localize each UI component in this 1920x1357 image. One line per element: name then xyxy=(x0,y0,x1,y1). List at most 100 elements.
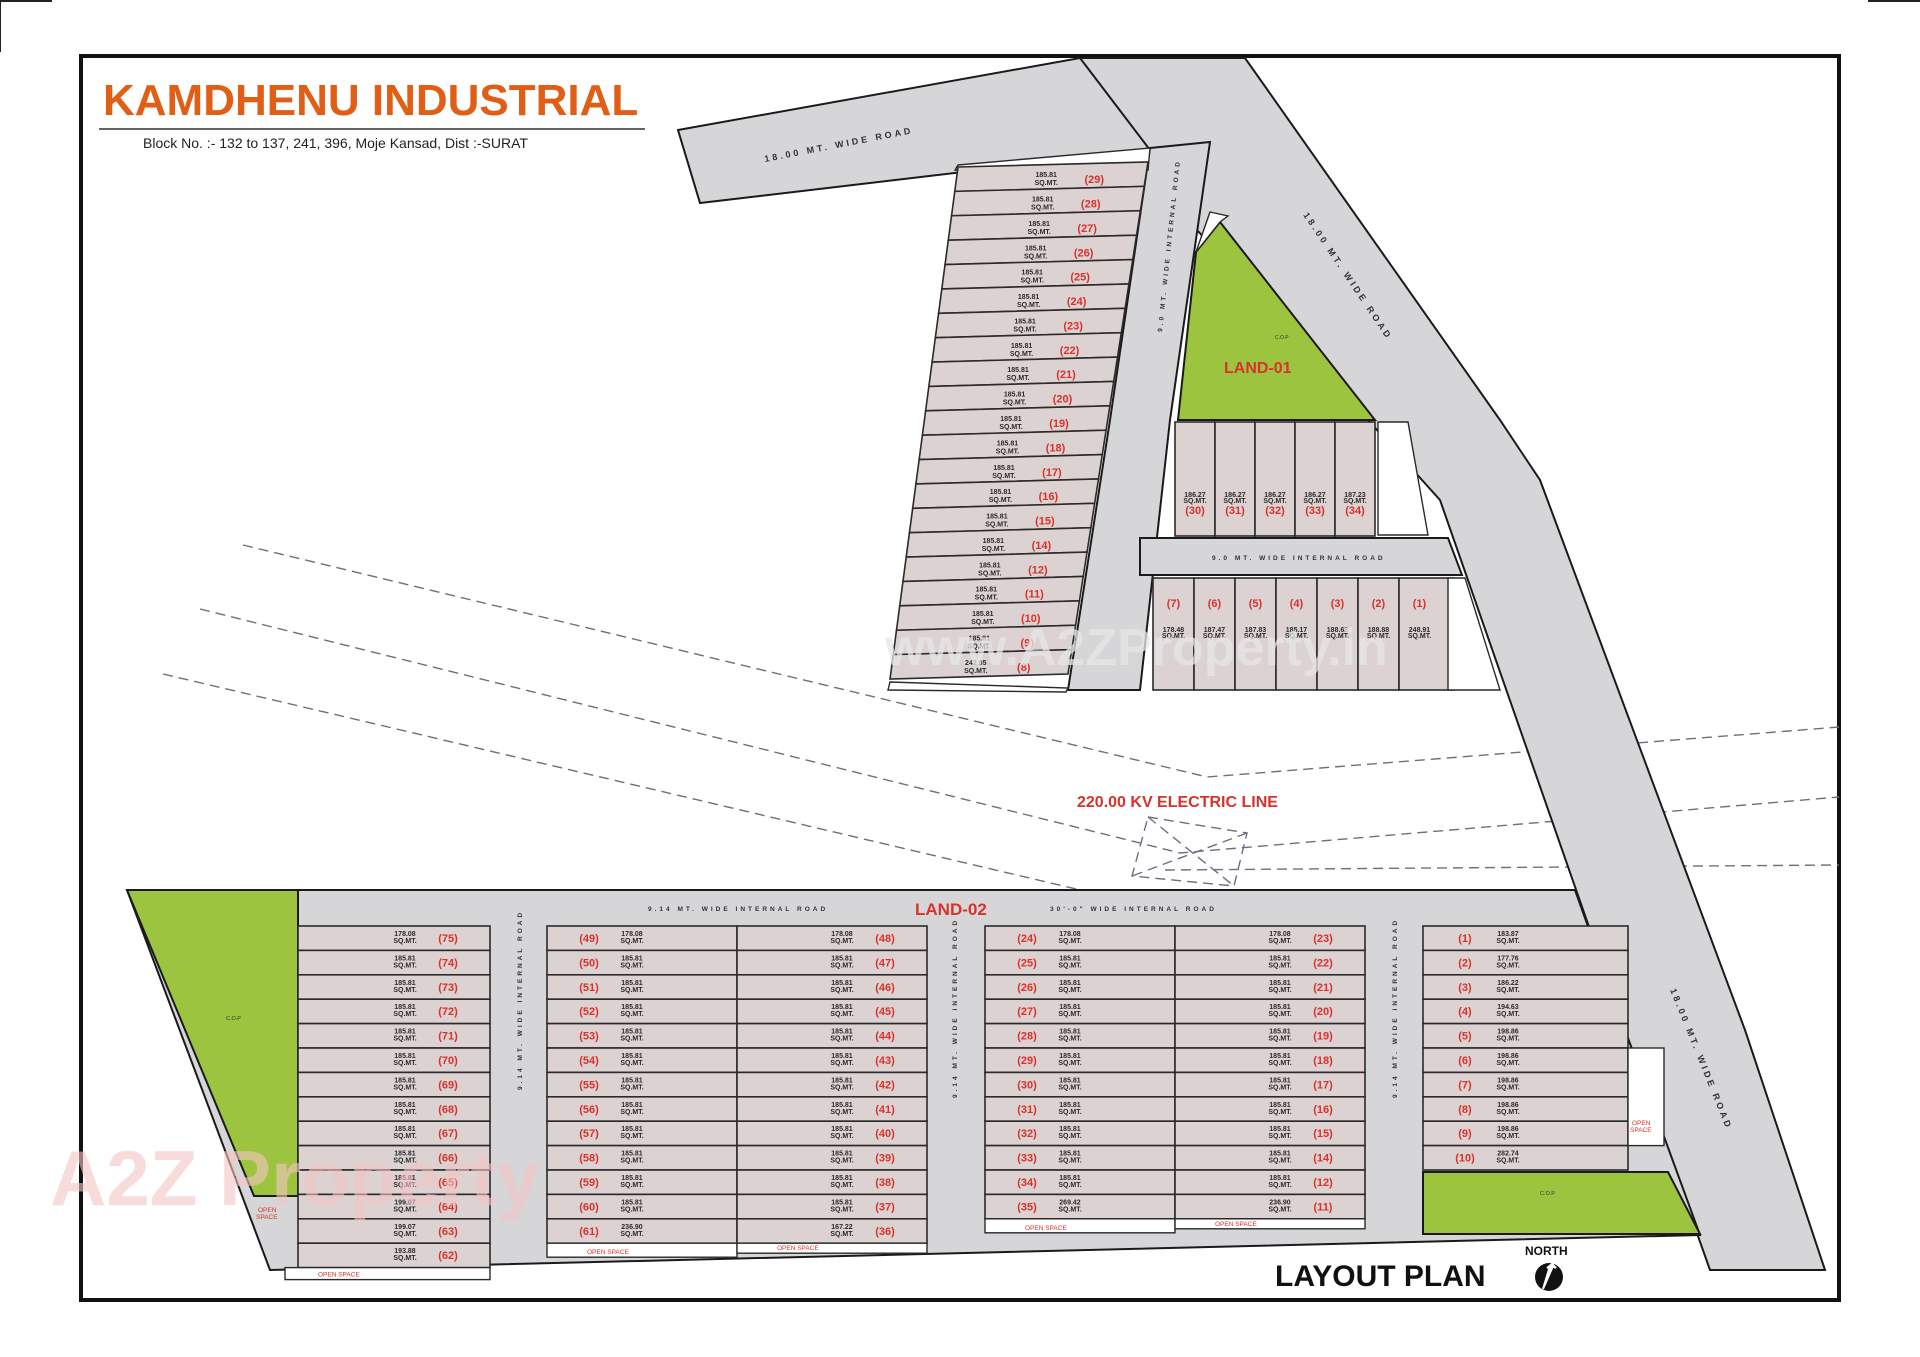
plot-area: 185.81 xyxy=(1059,1126,1081,1133)
plot-area: 185.81 xyxy=(1269,980,1291,987)
plot-area: 185.81 xyxy=(394,1029,416,1036)
